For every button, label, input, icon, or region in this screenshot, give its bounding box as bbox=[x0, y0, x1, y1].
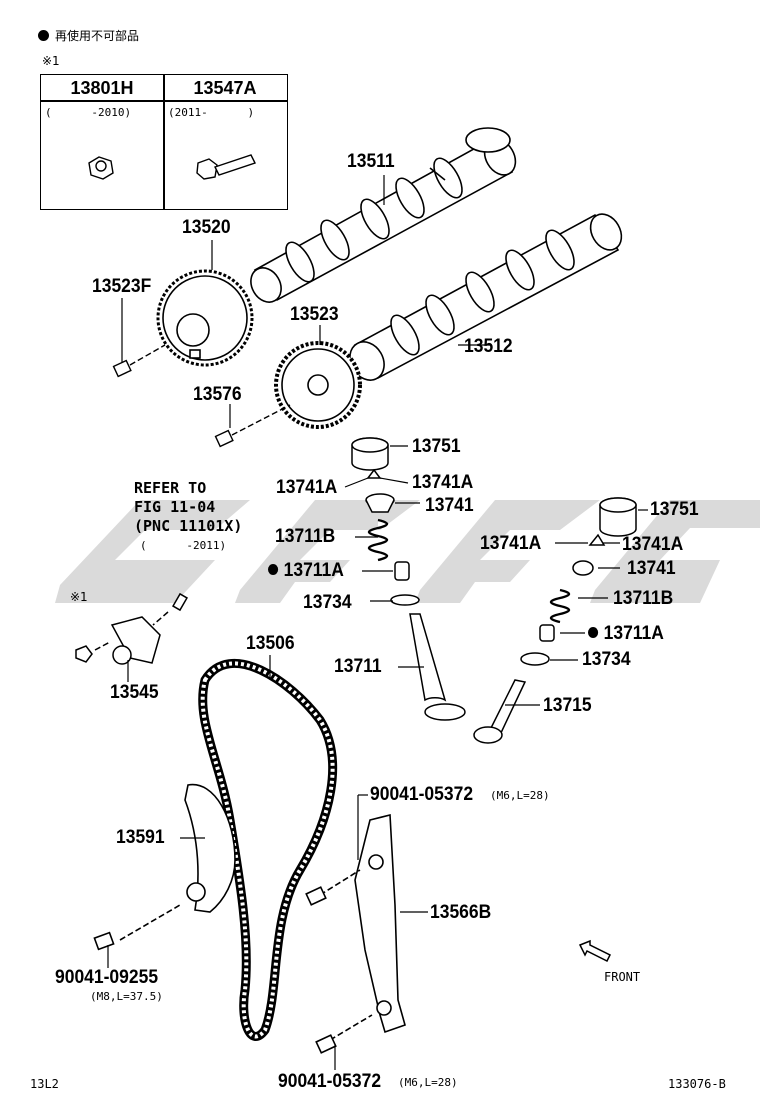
valve-train-left bbox=[351, 437, 466, 721]
nonreusable-bullet-icon bbox=[268, 564, 279, 576]
label-13715: 13715 bbox=[543, 695, 592, 716]
label-13506: 13506 bbox=[246, 633, 295, 654]
label-13711A-right: 13711A bbox=[588, 624, 664, 644]
table-col2-range: (2011- ) bbox=[168, 106, 255, 119]
label-13523F: 13523F bbox=[92, 276, 152, 297]
label-13711A-right-text: 13711A bbox=[603, 623, 664, 644]
label-13741A-right-2: 13741A bbox=[622, 534, 684, 555]
label-bolt-lower: 90041-05372 bbox=[278, 1071, 382, 1092]
front-label: FRONT bbox=[604, 970, 641, 984]
legend-nonreusable: 再使用不可部品 bbox=[38, 27, 139, 44]
label-bolt-upper: 90041-05372 bbox=[370, 784, 474, 805]
label-bolt-lower-spec: (M6,L=28) bbox=[398, 1076, 458, 1089]
tensioner-13545 bbox=[75, 592, 188, 665]
label-13512: 13512 bbox=[464, 336, 513, 357]
table-col1-header: 13801H bbox=[70, 78, 134, 98]
nonreusable-bullet-icon bbox=[588, 627, 599, 639]
label-13741A-left-1: 13741A bbox=[276, 477, 338, 498]
front-arrow-icon bbox=[578, 939, 612, 963]
label-13520: 13520 bbox=[182, 217, 231, 238]
label-13751-right: 13751 bbox=[650, 499, 699, 520]
timing-chain-13506 bbox=[198, 658, 338, 1041]
valve-train-right bbox=[473, 497, 637, 744]
bolt-13576 bbox=[214, 404, 291, 448]
label-13741A-right-1: 13741A bbox=[480, 533, 542, 554]
camshaft-13512 bbox=[349, 213, 623, 381]
label-13566B: 13566B bbox=[430, 902, 492, 923]
label-13734-right: 13734 bbox=[582, 649, 631, 670]
label-13711: 13711 bbox=[334, 656, 382, 677]
label-13741-right: 13741 bbox=[627, 558, 676, 579]
nut-icon bbox=[88, 156, 114, 180]
leader-lines bbox=[107, 175, 648, 1070]
table-col1-range: ( -2010) bbox=[45, 106, 132, 119]
label-13741-left: 13741 bbox=[425, 495, 474, 516]
chain-guide-13566B bbox=[305, 813, 406, 1054]
label-13711B-right: 13711B bbox=[613, 588, 674, 609]
label-13576: 13576 bbox=[193, 384, 242, 405]
footer-right-code: 133076-B bbox=[668, 1077, 726, 1091]
label-13711A-left-text: 13711A bbox=[283, 560, 344, 581]
label-bolt-left-spec: (M8,L=37.5) bbox=[90, 990, 163, 1003]
watermark-logo bbox=[55, 500, 760, 603]
label-13511: 13511 bbox=[347, 151, 395, 172]
legend-text: 再使用不可部品 bbox=[55, 29, 140, 43]
bullet-icon bbox=[38, 30, 49, 41]
label-13523: 13523 bbox=[290, 304, 339, 325]
refer-line-4: ( -2011) bbox=[140, 539, 227, 552]
vvt-gear-13520 bbox=[156, 269, 254, 367]
label-13591: 13591 bbox=[116, 827, 165, 848]
table-part-icons bbox=[88, 154, 256, 180]
refer-line-1: REFER TO bbox=[134, 479, 207, 497]
bolt-13523F bbox=[112, 344, 166, 378]
label-bolt-left: 90041-09255 bbox=[55, 967, 159, 988]
label-13734-left: 13734 bbox=[303, 592, 352, 613]
camshaft-13511 bbox=[250, 127, 517, 303]
legend-ref-mark: ※1 bbox=[42, 54, 60, 68]
label-13545-mark: ※1 bbox=[70, 590, 88, 604]
label-13741A-left-2: 13741A bbox=[412, 472, 474, 493]
footer-left-code: 13L2 bbox=[30, 1077, 59, 1091]
refer-line-2: FIG 11-04 bbox=[134, 498, 216, 516]
alternate-parts-table: 13801H 13547A ( -2010) (2011- ) bbox=[40, 74, 288, 210]
sprocket-13523 bbox=[274, 341, 362, 429]
label-13711B-left: 13711B bbox=[275, 526, 336, 547]
label-13711A-left: 13711A bbox=[268, 561, 344, 581]
label-13751-left: 13751 bbox=[412, 436, 461, 457]
chain-slipper-13591 bbox=[93, 783, 236, 951]
table-col2-header: 13547A bbox=[193, 78, 257, 98]
refer-line-3: (PNC 11101X) bbox=[134, 517, 243, 535]
label-13545: 13545 bbox=[110, 682, 159, 703]
bolt-icon bbox=[196, 154, 256, 180]
label-bolt-upper-spec: (M6,L=28) bbox=[490, 789, 550, 802]
